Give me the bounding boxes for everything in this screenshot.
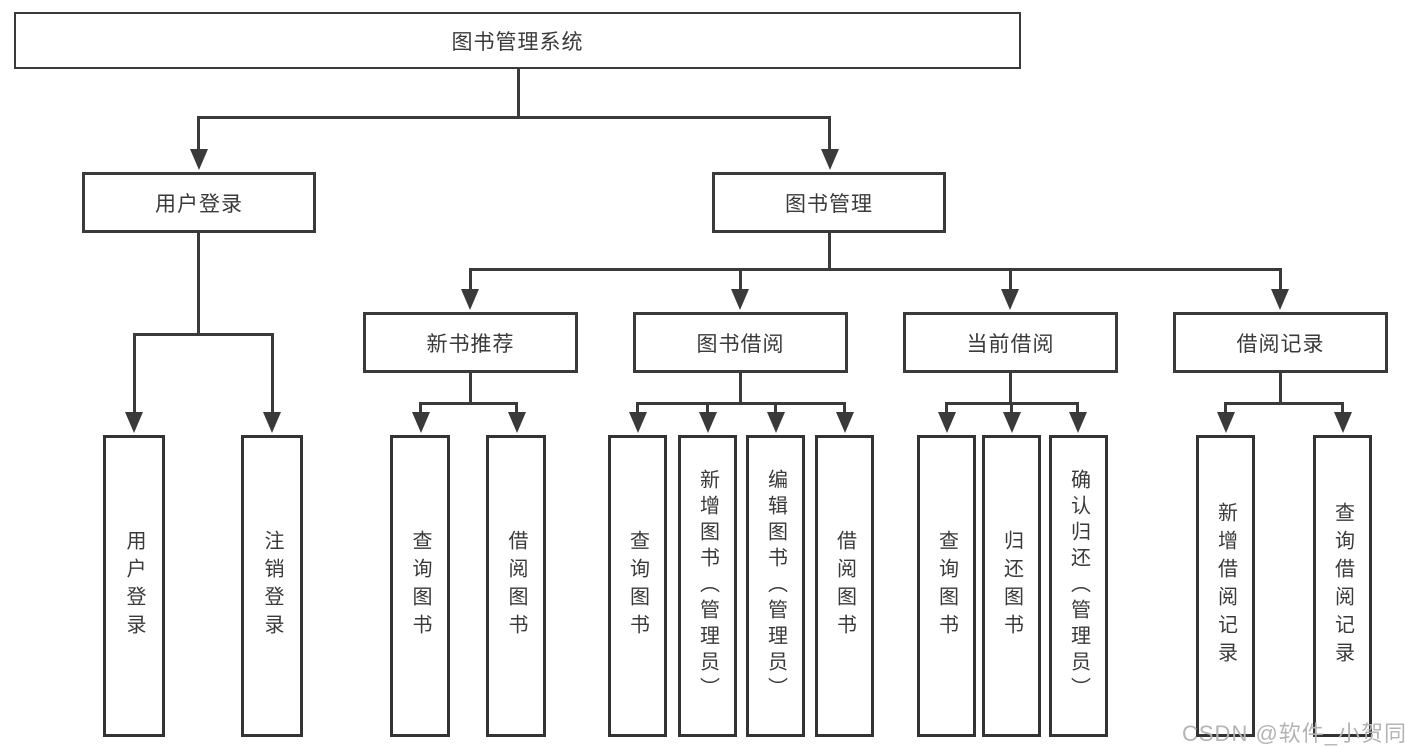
node-root: 图书管理系统 — [14, 12, 1021, 69]
connector-drop-book-borrow — [739, 268, 742, 291]
connector-borrow-branch — [636, 402, 846, 405]
arrowhead-current-2 — [1003, 412, 1021, 433]
connector-drop-borrow-4 — [843, 402, 846, 414]
node-leaf-current-query-books: 查询图书 — [917, 435, 976, 737]
node-leaf-return-books: 归还图书 — [982, 435, 1041, 737]
node-leaf-return-books-label: 归还图书 — [1000, 530, 1023, 642]
arrowhead-current-3 — [1069, 412, 1087, 433]
connector-current-stem — [1009, 373, 1012, 405]
arrowhead-borrow-1 — [629, 412, 647, 433]
arrowhead-leaf-user-login — [125, 412, 143, 433]
connector-root-stem — [517, 67, 520, 118]
connector-recommend-stem — [469, 373, 472, 405]
arrowhead-new-book — [461, 289, 479, 310]
node-book-borrow-label: 图书借阅 — [696, 332, 785, 356]
connector-drop-leaf-user-login — [133, 333, 136, 413]
connector-drop-borrow-1 — [636, 402, 639, 414]
node-new-book-recommend: 新书推荐 — [363, 312, 578, 373]
node-leaf-edit-books-admin: 编辑图书（管理员） — [746, 435, 805, 737]
connector-drop-current-borrow — [1009, 268, 1012, 291]
node-root-label: 图书管理系统 — [451, 30, 584, 54]
node-leaf-current-query-books-label: 查询图书 — [935, 530, 958, 642]
connector-records-stem — [1279, 373, 1282, 405]
arrowhead-borrow-2 — [699, 412, 717, 433]
connector-records-branch — [1224, 402, 1343, 405]
arrowhead-book-management — [821, 149, 839, 170]
node-leaf-confirm-return-admin-label: 确认归还（管理员） — [1067, 469, 1090, 703]
connector-drop-borrow-2 — [706, 402, 709, 414]
arrowhead-borrow-4 — [836, 412, 854, 433]
node-book-management: 图书管理 — [712, 172, 946, 233]
node-leaf-query-borrow-record: 查询借阅记录 — [1313, 435, 1372, 737]
connector-drop-leaf-logout — [271, 333, 274, 413]
arrowhead-recommend-2 — [508, 412, 526, 433]
node-leaf-recommend-query-books: 查询图书 — [390, 435, 450, 737]
node-current-borrow-label: 当前借阅 — [966, 332, 1055, 356]
connector-borrow-stem — [739, 373, 742, 405]
connector-book-management-stem — [828, 233, 831, 271]
node-leaf-recommend-borrow-books: 借阅图书 — [486, 435, 546, 737]
connector-drop-recommend-1 — [419, 402, 422, 414]
node-leaf-query-borrow-record-label: 查询借阅记录 — [1331, 502, 1354, 670]
arrowhead-borrow-records — [1271, 289, 1289, 310]
arrowhead-current-1 — [938, 412, 956, 433]
node-leaf-borrow-query-books: 查询图书 — [608, 435, 667, 737]
node-leaf-logout-label: 注销登录 — [261, 530, 283, 642]
node-leaf-edit-books-admin-label: 编辑图书（管理员） — [764, 469, 787, 703]
node-leaf-borrow-query-books-label: 查询图书 — [626, 530, 649, 642]
node-leaf-recommend-borrow-books-label: 借阅图书 — [505, 530, 527, 642]
connector-drop-book-management — [828, 116, 831, 150]
arrowhead-borrow-3 — [767, 412, 785, 433]
node-leaf-recommend-query-books-label: 查询图书 — [409, 530, 431, 642]
connector-drop-current-1 — [945, 402, 948, 414]
node-leaf-confirm-return-admin: 确认归还（管理员） — [1049, 435, 1108, 737]
node-leaf-user-login: 用户登录 — [103, 435, 165, 737]
arrowhead-recommend-1 — [412, 412, 430, 433]
connector-drop-current-2 — [1010, 402, 1013, 414]
connector-drop-borrow-3 — [774, 402, 777, 414]
connector-recommend-branch — [419, 402, 518, 405]
node-borrow-records-label: 借阅记录 — [1236, 332, 1325, 356]
node-book-management-label: 图书管理 — [785, 192, 873, 216]
node-book-borrow: 图书借阅 — [633, 312, 848, 373]
connector-user-login-branch — [133, 333, 274, 336]
connector-drop-recommend-2 — [515, 402, 518, 414]
connector-drop-records-2 — [1341, 402, 1344, 414]
csdn-watermark: CSDN @软件_小贺同学 — [1182, 721, 1405, 746]
arrowhead-records-2 — [1334, 412, 1352, 433]
connector-root-branch — [197, 116, 831, 119]
node-leaf-add-books-admin: 新增图书（管理员） — [678, 435, 737, 737]
node-current-borrow: 当前借阅 — [903, 312, 1118, 373]
connector-drop-current-3 — [1076, 402, 1079, 414]
node-leaf-logout: 注销登录 — [241, 435, 303, 737]
connector-drop-user-login — [197, 116, 200, 150]
node-user-login: 用户登录 — [82, 172, 316, 233]
arrowhead-book-borrow — [731, 289, 749, 310]
arrowhead-leaf-logout — [263, 412, 281, 433]
arrowhead-current-borrow — [1001, 289, 1019, 310]
connector-drop-records-1 — [1224, 402, 1227, 414]
node-leaf-borrow-borrow-books-label: 借阅图书 — [833, 530, 856, 642]
connector-user-login-stem — [197, 233, 200, 336]
node-user-login-label: 用户登录 — [155, 192, 243, 216]
node-new-book-recommend-label: 新书推荐 — [426, 332, 515, 356]
node-leaf-add-books-admin-label: 新增图书（管理员） — [696, 469, 719, 703]
node-borrow-records: 借阅记录 — [1173, 312, 1388, 373]
connector-book-management-branch — [469, 268, 1282, 271]
arrowhead-user-login — [190, 149, 208, 170]
node-leaf-user-login-label: 用户登录 — [123, 530, 145, 642]
arrowhead-records-1 — [1217, 412, 1235, 433]
connector-drop-new-book — [469, 268, 472, 291]
node-leaf-borrow-borrow-books: 借阅图书 — [815, 435, 874, 737]
node-leaf-add-borrow-record-label: 新增借阅记录 — [1214, 502, 1237, 670]
connector-drop-borrow-records — [1279, 268, 1282, 291]
node-leaf-add-borrow-record: 新增借阅记录 — [1196, 435, 1255, 737]
